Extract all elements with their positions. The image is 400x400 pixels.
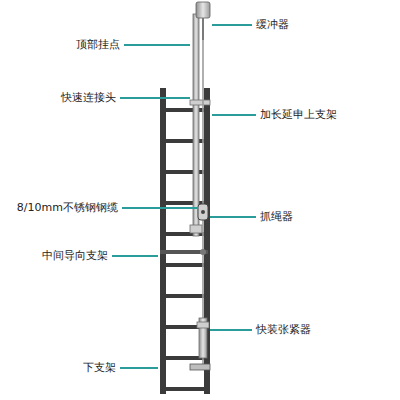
ladder-rung: [166, 356, 204, 360]
part-label: 快速连接头: [61, 91, 116, 105]
ladder-rung: [166, 387, 204, 391]
part-label: 8/10mm不锈钢钢缆: [17, 201, 118, 215]
buffer-rod: [202, 18, 204, 40]
rope-grab: [198, 204, 208, 220]
part-label: 中间导向支架: [42, 249, 108, 263]
rope-grab-pin: [201, 210, 205, 214]
part-label: 抓绳器: [260, 210, 293, 224]
part-label: 顶部挂点: [76, 38, 120, 52]
guide-eye: [200, 249, 206, 255]
lower-bracket: [190, 364, 210, 370]
bracket-clamp: [190, 225, 202, 233]
part-label: 下支架: [83, 361, 116, 375]
part-label: 缓冲器: [256, 18, 289, 32]
buffer: [196, 2, 210, 18]
leader-lines: [112, 25, 256, 368]
extension-bracket: [193, 14, 199, 236]
ladder-rung: [166, 294, 204, 298]
guide-bracket: [160, 250, 208, 254]
tensioner-nut: [197, 322, 209, 328]
ladder-rail: [160, 88, 166, 394]
ladder-rung: [166, 263, 204, 267]
bracket-clamp: [190, 100, 210, 105]
part-label: 加长延申上支架: [260, 108, 337, 122]
part-label: 快装张紧器: [256, 323, 311, 337]
